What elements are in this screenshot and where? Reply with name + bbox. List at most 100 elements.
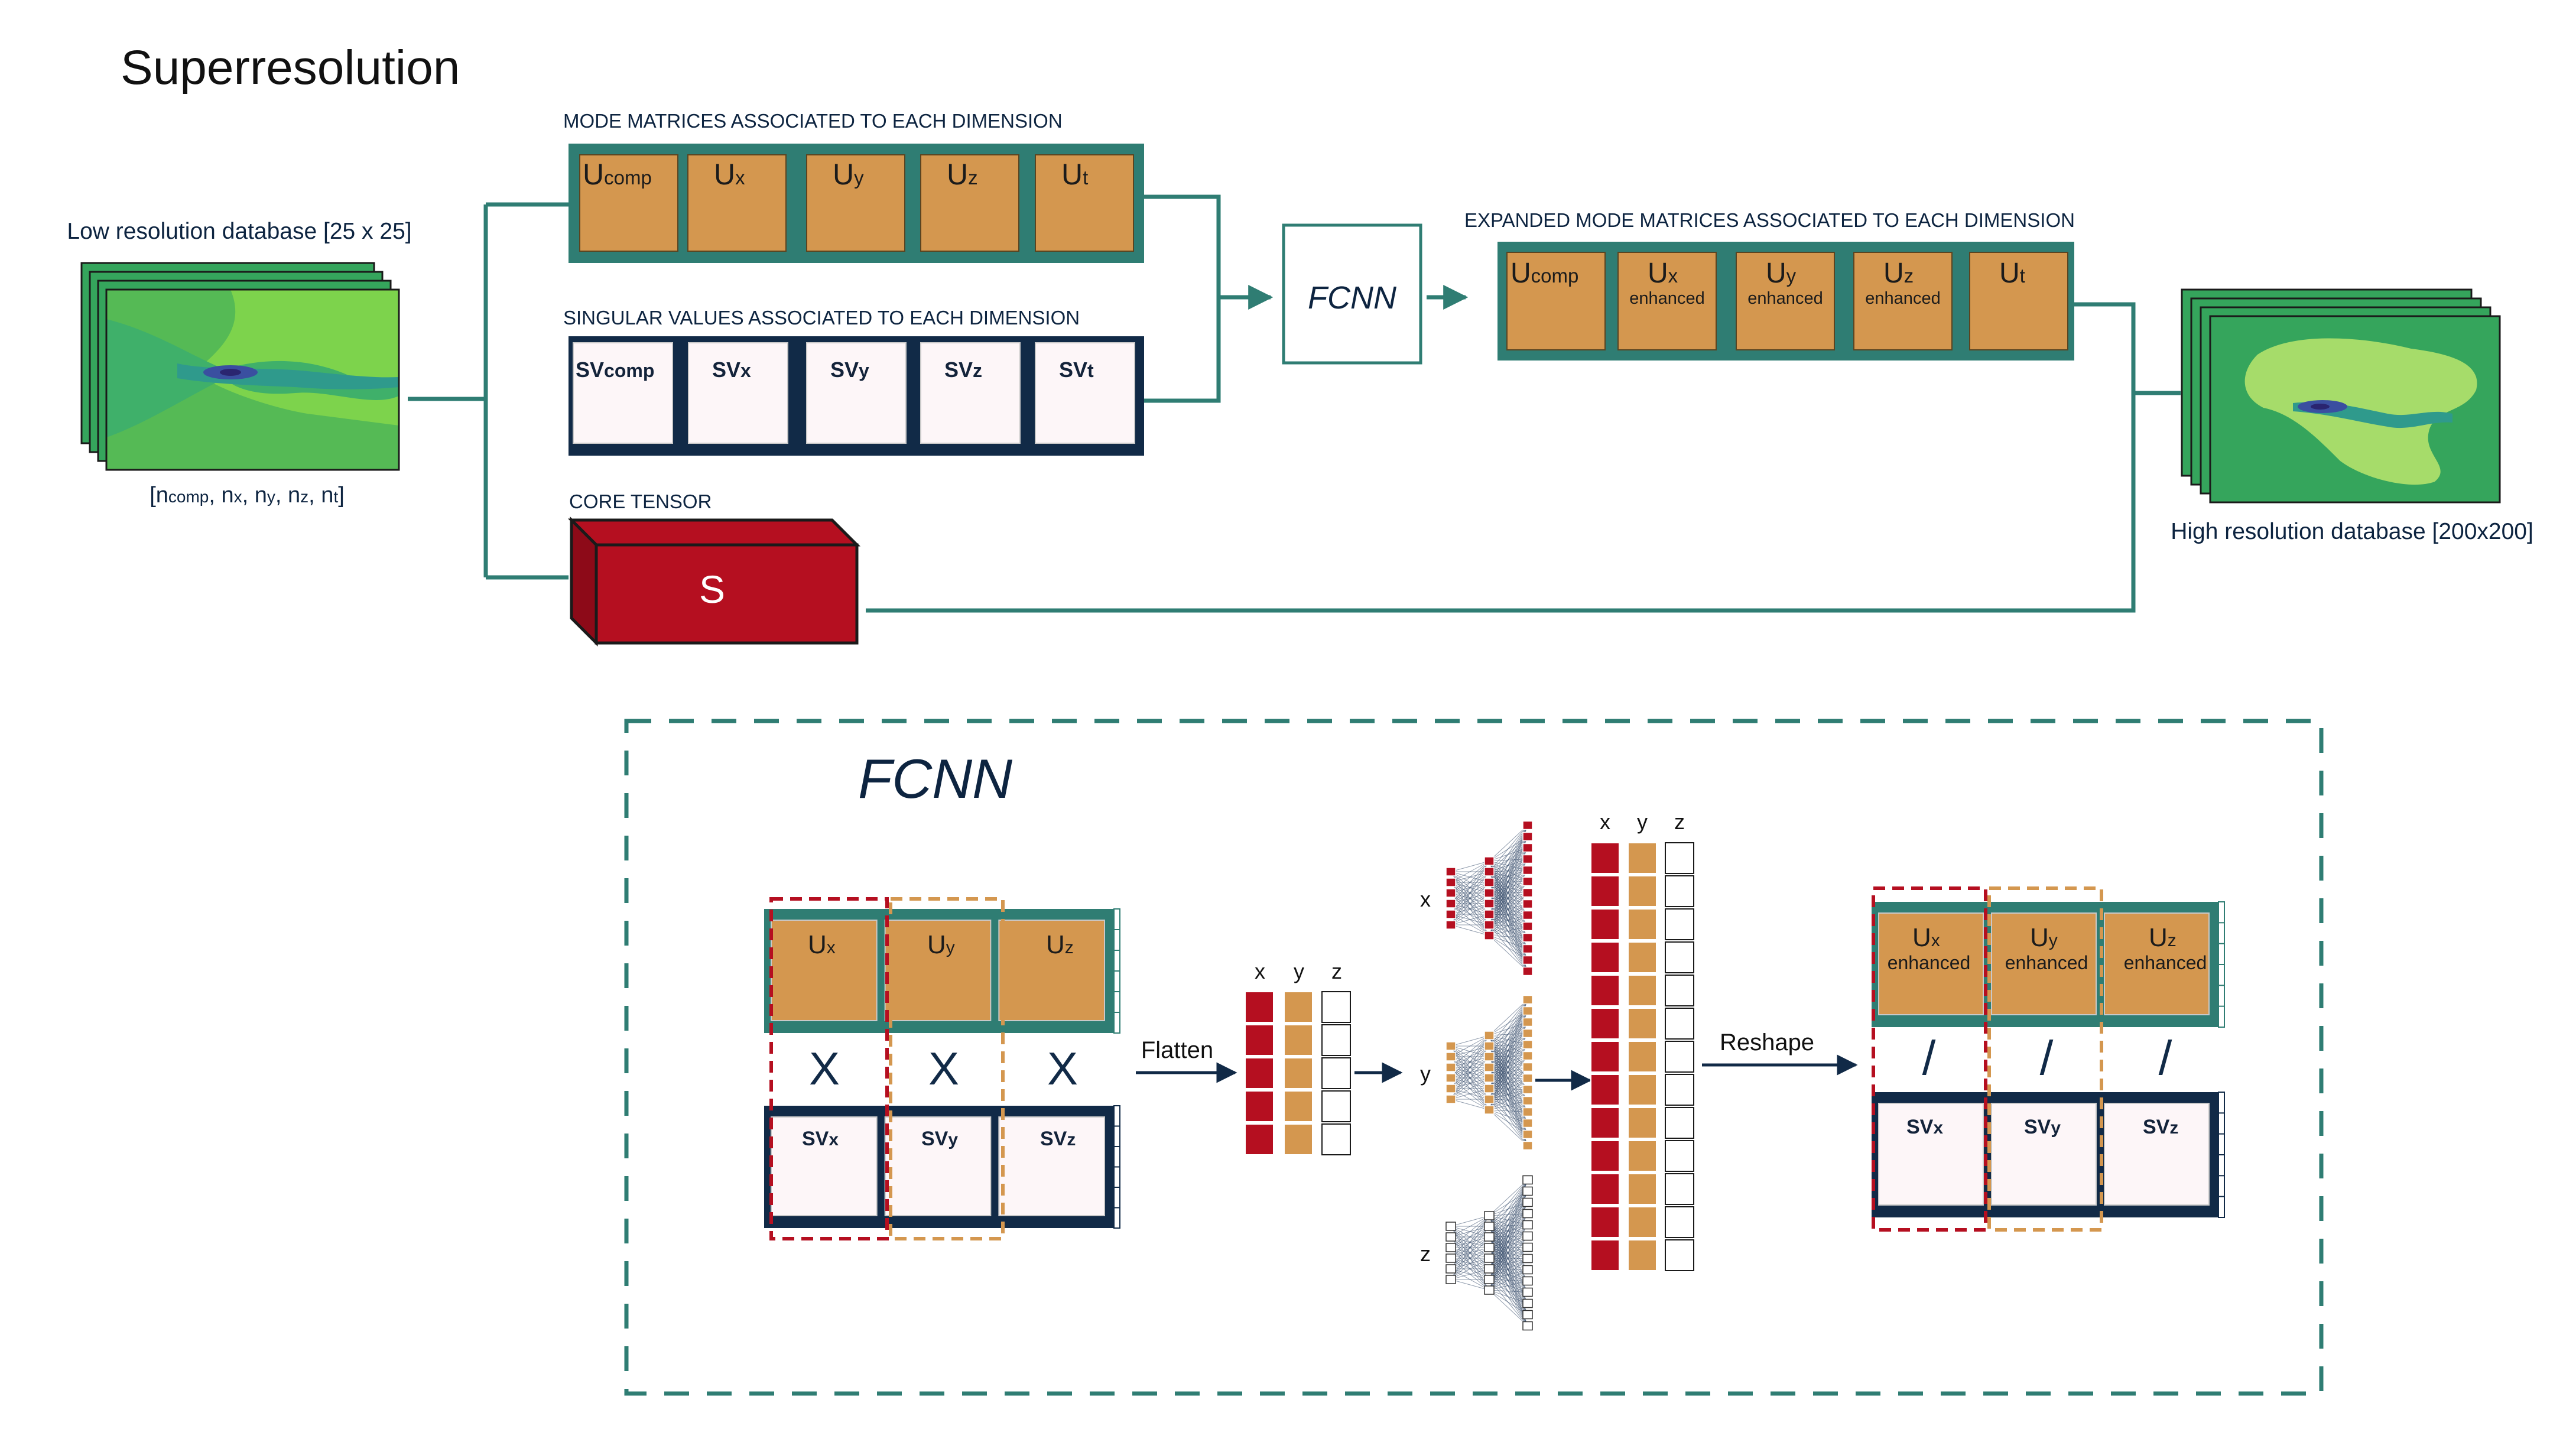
- network-edge: [1450, 871, 1490, 925]
- network-node: [1484, 1264, 1495, 1274]
- enhanced-cell: [1590, 975, 1620, 1006]
- network-edge: [1489, 847, 1528, 936]
- detail-uz-label: Uz: [1046, 930, 1074, 959]
- core-tensor-symbol: S: [699, 567, 725, 611]
- flat-cell: [1284, 1090, 1313, 1122]
- network-node: [1484, 1063, 1495, 1072]
- high-res-heatmap: [2210, 316, 2500, 502]
- enhanced-cell: [1665, 1206, 1694, 1238]
- matrix-cell: [998, 1116, 1106, 1216]
- enhanced-cell: [1665, 1041, 1694, 1073]
- mode-matrix-uz: Uz: [920, 154, 1019, 252]
- detail-out-uz-label-subscript: z: [2168, 931, 2177, 950]
- dim-y-base: n: [255, 483, 267, 508]
- mode-matrix-ux: Ux: [687, 154, 787, 252]
- network-node: [1445, 1232, 1456, 1242]
- network-node: [1522, 1017, 1533, 1027]
- singular-value-label-subscript: z: [973, 360, 982, 381]
- singular-value-svz: SVz: [920, 342, 1021, 444]
- detail-out-uy-label: Uy: [2030, 923, 2058, 952]
- network-node: [1522, 910, 1533, 920]
- detail-svy-label-subscript: y: [948, 1130, 958, 1149]
- network-edge: [1450, 1215, 1490, 1259]
- network-node: [1522, 876, 1533, 886]
- detail-svx-label-subscript: x: [829, 1130, 839, 1149]
- network-edge: [1489, 1180, 1528, 1291]
- network-edge: [1489, 999, 1528, 1110]
- network-node: [1522, 1310, 1533, 1320]
- dims-separator: ,: [242, 483, 255, 508]
- detail-svz-label-base: SV: [1040, 1128, 1067, 1150]
- matrix-cell: [884, 1116, 992, 1216]
- enhanced-cell: [1665, 1107, 1694, 1139]
- network-edge: [1450, 1035, 1490, 1100]
- detail-uy-label-base: U: [927, 930, 946, 959]
- core-tensor-caption: CORE TENSOR: [569, 491, 712, 512]
- network-node: [1484, 1041, 1495, 1051]
- network-edge: [1450, 1035, 1490, 1089]
- enhanced-cell: [1628, 1041, 1657, 1073]
- network-edge: [1489, 999, 1528, 1089]
- expanded-note: enhanced: [1629, 289, 1704, 308]
- singular-value-cell: [1035, 342, 1135, 444]
- network-edge: [1450, 1088, 1490, 1100]
- mode-matrix-label: Uy: [833, 158, 864, 191]
- network-node: [1484, 1052, 1495, 1061]
- flat-cell: [1245, 991, 1274, 1023]
- network-node: [1522, 944, 1533, 954]
- singular-value-svy: SVy: [806, 342, 907, 444]
- enhanced-cell: [1628, 975, 1657, 1006]
- network-node: [1484, 888, 1495, 898]
- network-edge: [1450, 860, 1490, 872]
- enhanced-cell: [1665, 1239, 1694, 1271]
- mode-matrix-label: Ux: [714, 158, 745, 191]
- dim-t-sub: t: [333, 488, 338, 506]
- network-edge: [1489, 1109, 1528, 1123]
- enhanced-col-label: x: [1600, 810, 1610, 834]
- multiply-symbol: X: [809, 1042, 840, 1095]
- network-node: [1445, 1063, 1456, 1072]
- connector-mode-to-fcnn: [1144, 194, 1221, 297]
- matrix-cell: [1878, 1103, 1984, 1206]
- mode-matrix-cell: [1035, 154, 1134, 252]
- network-edge: [1489, 1089, 1528, 1110]
- fcnn-detail-title: FCNN: [858, 748, 1012, 810]
- network-node: [1522, 1096, 1533, 1106]
- mode-matrix-label-base: U: [714, 158, 735, 191]
- network-node: [1522, 1209, 1533, 1219]
- network-node: [1522, 1006, 1533, 1016]
- network-node: [1522, 1073, 1533, 1083]
- flat-cell: [1245, 1057, 1274, 1089]
- network-edge: [1489, 859, 1528, 936]
- low-res-label: Low resolution database [25 x 25]: [67, 219, 411, 244]
- detail-out-note: enhanced: [2124, 952, 2207, 973]
- expanded-matrix-label: Ux: [1648, 258, 1678, 289]
- enhanced-cell: [1590, 1239, 1620, 1271]
- flat-cell: [1245, 1024, 1274, 1056]
- network-z: z: [1420, 1175, 1533, 1331]
- network-edge: [1450, 1236, 1490, 1280]
- flat-cell: [1284, 1057, 1313, 1089]
- network-edge: [1450, 860, 1490, 894]
- network-node: [1522, 1265, 1533, 1275]
- network-edge: [1489, 1258, 1528, 1291]
- mode-matrix-cell: [579, 154, 678, 252]
- network-edge: [1489, 935, 1528, 960]
- network-node: [1484, 1232, 1495, 1242]
- network-label: z: [1420, 1242, 1431, 1266]
- network-node: [1484, 1222, 1495, 1231]
- expanded-matrices-caption: EXPANDED MODE MATRICES ASSOCIATED TO EAC…: [1464, 209, 2075, 231]
- mode-matrix-label: Ucomp: [583, 158, 652, 191]
- enhanced-cell: [1628, 1107, 1657, 1139]
- enhanced-cell: [1590, 1008, 1620, 1040]
- expanded-matrix-label: Ut: [1999, 258, 2025, 289]
- network-node: [1445, 1073, 1456, 1083]
- network-node: [1445, 888, 1456, 898]
- detail-out-svx-label-base: SV: [1906, 1116, 1934, 1138]
- flat-cell: [1284, 1024, 1313, 1056]
- network-node: [1484, 1275, 1495, 1284]
- singular-value-label-base: SV: [830, 358, 859, 382]
